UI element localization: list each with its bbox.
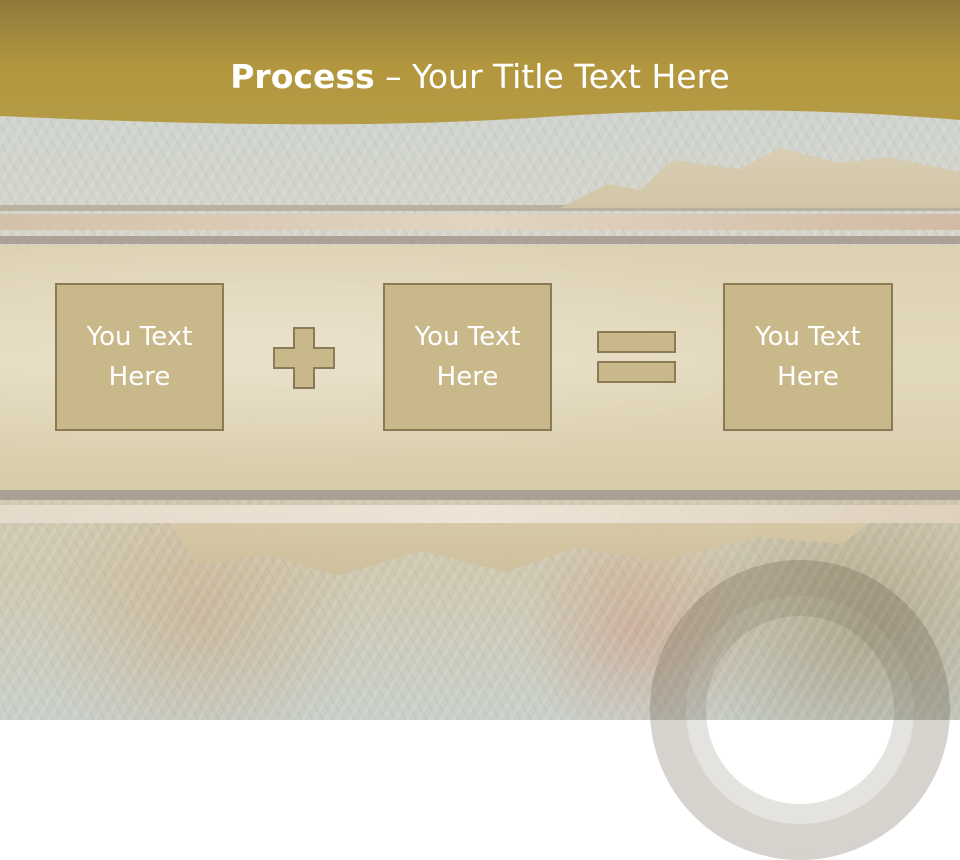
slide-title-rest: – Your Title Text Here bbox=[374, 57, 730, 96]
top-stripe-gray bbox=[0, 236, 960, 244]
top-stripe-dark bbox=[0, 205, 960, 211]
bottom-stripe-gray bbox=[0, 490, 960, 500]
plus-icon bbox=[273, 327, 335, 389]
gear-decoration bbox=[650, 560, 950, 860]
process-box-2-text: You Text Here bbox=[414, 322, 521, 392]
slide-title: Process – Your Title Text Here bbox=[0, 52, 960, 102]
process-box-1-text: You Text Here bbox=[86, 322, 193, 392]
process-box-2[interactable]: You Text Here bbox=[383, 283, 552, 431]
process-box-1[interactable]: You Text Here bbox=[55, 283, 224, 431]
header-banner bbox=[0, 0, 960, 125]
process-box-3-text: You Text Here bbox=[755, 322, 861, 392]
process-box-3[interactable]: You Text Here bbox=[723, 283, 893, 431]
top-stripe-light bbox=[0, 214, 960, 230]
equals-icon bbox=[597, 331, 676, 383]
bottom-stripe-light bbox=[0, 505, 960, 523]
slide-title-bold: Process bbox=[230, 57, 375, 96]
